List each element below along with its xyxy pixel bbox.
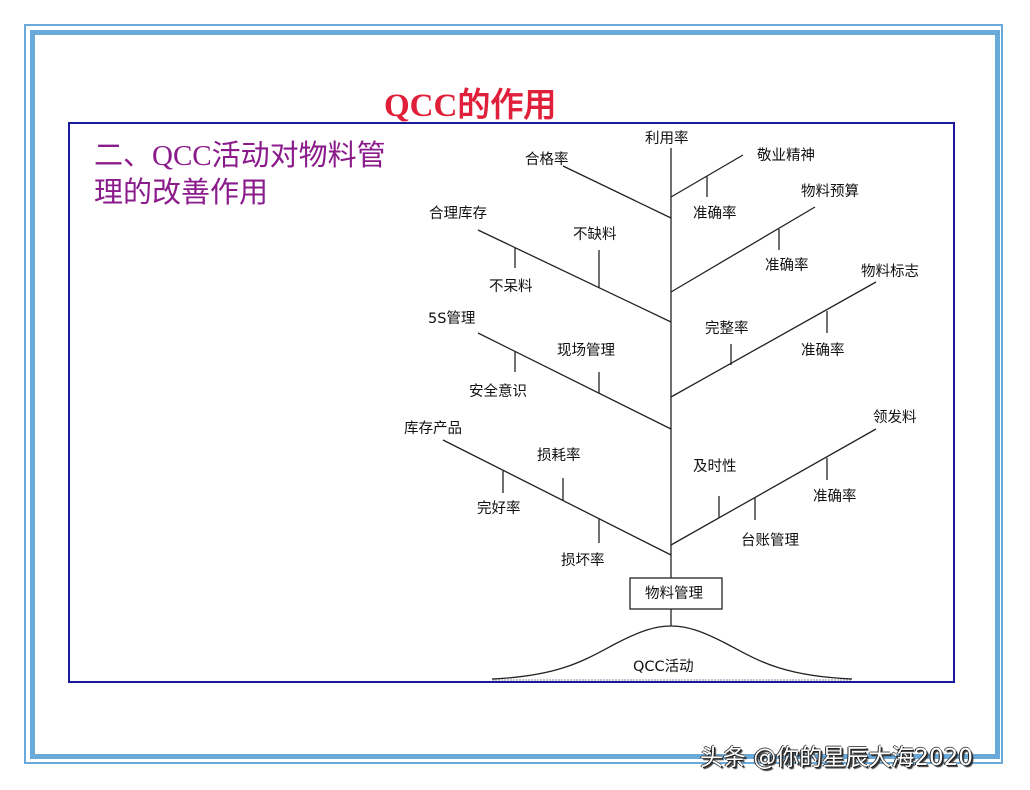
label-wuliaoyusuan: 物料预算	[801, 183, 859, 200]
subtitle-line-1: 二、QCC活动对物料管	[94, 140, 386, 172]
branch-line-yusuan	[670, 206, 816, 293]
content-box	[68, 122, 955, 683]
branch-line-biaozhi	[670, 281, 877, 398]
label-liyonglv: 利用率	[645, 130, 689, 147]
label-buqueliao: 不缺料	[573, 226, 617, 243]
label-sunhaolv: 损耗率	[537, 447, 581, 464]
subtitle-line-2: 理的改善作用	[94, 177, 269, 209]
watermark: 头条 @你的星辰大海2020	[700, 745, 973, 771]
label-anquanyishi: 安全意识	[469, 382, 527, 400]
label-lingfa-zhunquelv: 准确率	[813, 488, 857, 505]
label-wanhaolv: 完好率	[477, 500, 521, 517]
branch-line-5s	[477, 332, 672, 430]
branch-line-lingfa	[670, 428, 877, 546]
label-5s: 5S管理	[428, 310, 476, 327]
label-wanzhenglv: 完整率	[705, 320, 749, 337]
branch-line-kucunchanpin	[442, 439, 672, 556]
label-hegelv: 合格率	[525, 151, 569, 168]
label-jingyejingshen: 敬业精神	[757, 147, 815, 164]
branch-line-hegelv	[562, 165, 672, 219]
root-box	[629, 577, 723, 610]
branch-line-helikucun	[477, 229, 672, 323]
subtitle: 二、QCC活动对物料管 理的改善作用	[94, 138, 414, 212]
label-yusuan-zhunquelv: 准确率	[765, 257, 809, 274]
inner-frame	[30, 30, 1000, 759]
label-helikucun: 合理库存	[429, 205, 487, 222]
label-jishixing: 及时性	[693, 458, 737, 475]
slide-title: QCC的作用	[384, 88, 557, 124]
label-kucunchanpin: 库存产品	[404, 420, 462, 437]
root-box-label: 物料管理	[645, 585, 703, 602]
label-budailiao: 不呆料	[489, 278, 533, 295]
label-jingye-zhunquelv: 准确率	[693, 205, 737, 222]
outer-frame	[24, 24, 1003, 764]
base-label: QCC活动	[633, 658, 694, 675]
label-sunhuailv: 损坏率	[561, 552, 605, 569]
bell-curve	[491, 625, 853, 680]
label-xianchangguanli: 现场管理	[557, 342, 615, 359]
label-taizhangguanli: 台账管理	[741, 532, 799, 549]
label-biaozhi-zhunquelv: 准确率	[801, 342, 845, 359]
label-lingfaliao: 领发料	[873, 409, 917, 426]
label-wuliaobiaozhi: 物料标志	[861, 263, 919, 280]
